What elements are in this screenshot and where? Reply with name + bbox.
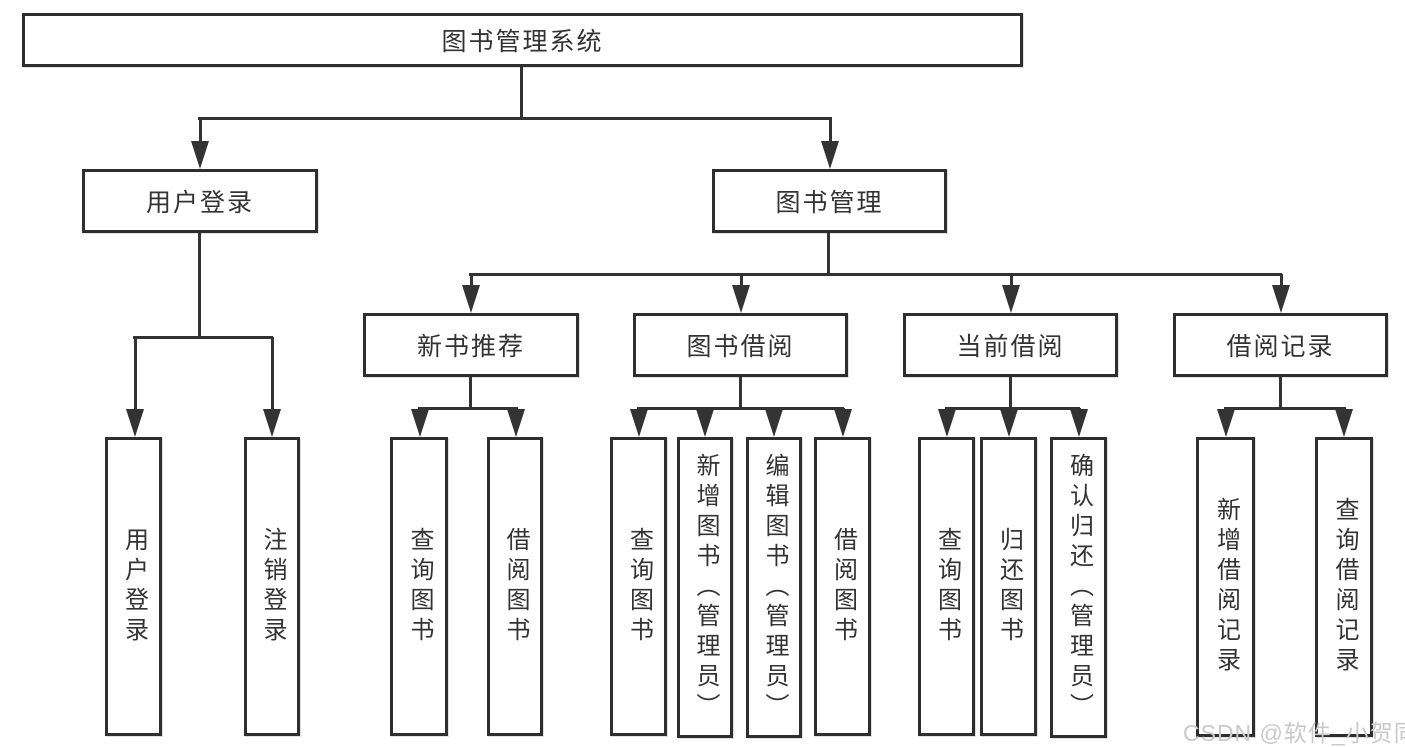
leaf-logout: 注销登录 <box>244 437 300 736</box>
arrow-down-icon <box>191 118 209 169</box>
arrow-down-icon <box>1217 408 1235 437</box>
connector-line <box>1279 377 1282 408</box>
csdn-watermark: CSDN @软件_小贺同学 <box>1183 720 1405 746</box>
node-book-borrowing: 图书借阅 <box>633 313 848 377</box>
leaf-confirm-return-admin: 确认归还（管理员） <box>1050 437 1107 738</box>
arrow-down-icon <box>732 274 750 313</box>
arrow-down-icon <box>1335 408 1353 437</box>
connector-line <box>739 377 742 408</box>
arrow-down-icon <box>821 118 839 169</box>
connector-line <box>1224 407 1346 410</box>
leaf-return-books: 归还图书 <box>980 437 1037 736</box>
connector-line <box>198 233 201 337</box>
connector-line <box>827 233 830 274</box>
node-book-management: 图书管理 <box>712 169 947 233</box>
arrow-down-icon <box>507 408 525 437</box>
connector-line <box>520 67 523 118</box>
arrow-down-icon <box>126 337 144 437</box>
connector-line <box>418 407 518 410</box>
arrow-down-icon <box>1070 408 1088 437</box>
connector-line <box>1009 377 1012 408</box>
connector-line <box>198 117 832 120</box>
arrow-down-icon <box>1000 408 1018 437</box>
connector-line <box>945 407 1080 410</box>
arrow-down-icon <box>765 408 783 437</box>
leaf-user-login: 用户登录 <box>105 437 162 736</box>
leaf-borrow-books: 借阅图书 <box>487 437 543 736</box>
leaf-borrow-books: 借阅图书 <box>814 437 871 736</box>
node-borrowing-records: 借阅记录 <box>1173 313 1388 377</box>
arrow-down-icon <box>263 337 281 437</box>
leaf-query-books: 查询图书 <box>918 437 975 736</box>
leaf-add-borrow-record: 新增借阅记录 <box>1196 437 1255 737</box>
leaf-add-books-admin: 新增图书（管理员） <box>677 437 733 738</box>
leaf-query-borrow-record: 查询借阅记录 <box>1315 437 1373 737</box>
connector-line <box>469 377 472 408</box>
connector-line <box>637 407 844 410</box>
arrow-down-icon <box>1002 274 1020 313</box>
node-library-management-system: 图书管理系统 <box>22 13 1023 67</box>
arrow-down-icon <box>1272 274 1290 313</box>
leaf-edit-books-admin: 编辑图书（管理员） <box>746 437 802 738</box>
arrow-down-icon <box>411 408 429 437</box>
arrow-down-icon <box>834 408 852 437</box>
node-new-book-recommend: 新书推荐 <box>363 313 579 377</box>
arrow-down-icon <box>696 408 714 437</box>
connector-line <box>469 273 1282 276</box>
arrow-down-icon <box>462 274 480 313</box>
node-current-borrowing: 当前借阅 <box>903 313 1118 377</box>
node-user-login: 用户登录 <box>82 169 318 233</box>
arrow-down-icon <box>938 408 956 437</box>
leaf-query-books: 查询图书 <box>610 437 667 736</box>
connector-line <box>133 336 273 339</box>
arrow-down-icon <box>630 408 648 437</box>
leaf-query-books: 查询图书 <box>390 437 448 736</box>
